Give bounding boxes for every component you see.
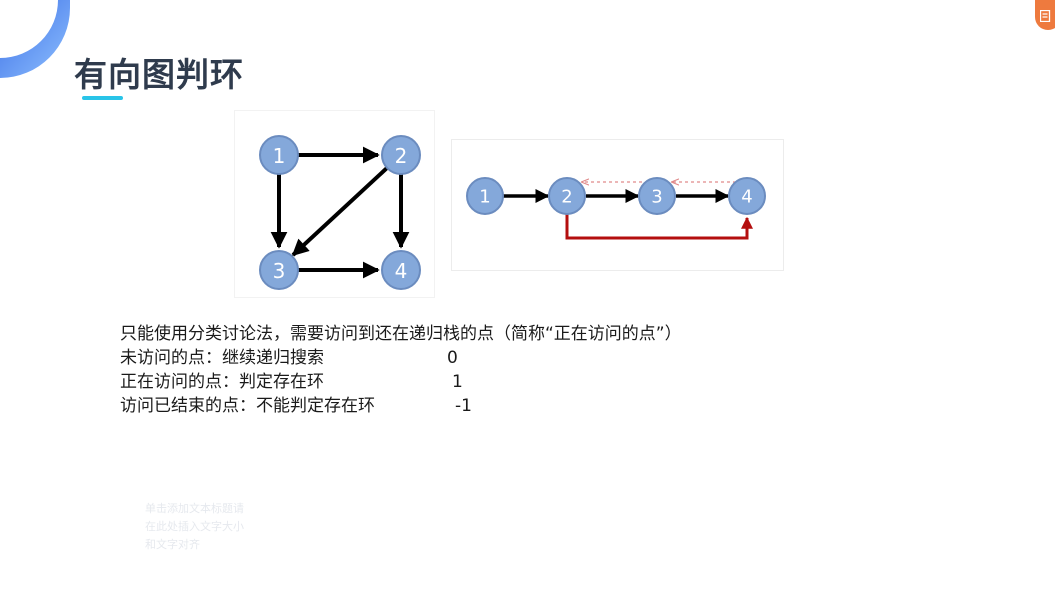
node-r-4: 4: [728, 177, 766, 215]
body-line-3-code: 1: [452, 372, 463, 392]
node-3: 3: [259, 250, 299, 290]
title-underline: [82, 96, 123, 100]
node-r-3: 3: [638, 177, 676, 215]
node-1: 1: [259, 135, 299, 175]
node-2-label: 2: [395, 144, 408, 168]
node-3-label: 3: [273, 259, 286, 283]
body-line-4-code: -1: [455, 396, 472, 416]
directed-graph-right: 1 2 3 4: [466, 177, 766, 240]
node-1-label: 1: [273, 144, 286, 168]
body-line-2-text: 未访问的点：继续递归搜索: [120, 348, 324, 368]
body-line-2-code: 0: [447, 348, 458, 368]
doc-icon: [1040, 10, 1051, 22]
page-title: 有向图判环: [74, 55, 244, 94]
node-4-label: 4: [395, 259, 408, 283]
node-2: 2: [381, 135, 421, 175]
graph-image-left: 1 2 3 4: [235, 111, 434, 297]
edge-2-3: [291, 165, 390, 257]
placeholder-text[interactable]: 单击添加文本标题请在此处插入文字大小和文字对齐: [145, 502, 244, 551]
body-line-2: 未访问的点：继续递归搜索 0: [120, 346, 682, 370]
corner-arc-decoration: [0, 0, 70, 78]
back-edge-2-4: [565, 214, 753, 240]
node-4: 4: [381, 250, 421, 290]
node-r-2: 2: [548, 177, 586, 215]
body-line-4: 访问已结束的点：不能判定存在环 -1: [120, 394, 682, 418]
body-line-4-text: 访问已结束的点：不能判定存在环: [120, 396, 375, 416]
node-r-4-label: 4: [741, 187, 752, 208]
body-line-3-text: 正在访问的点：判定存在环: [120, 372, 324, 392]
node-r-2-label: 2: [561, 187, 572, 208]
directed-graph-left: 1 2 3 4: [259, 135, 421, 290]
node-r-1-label: 1: [479, 187, 490, 208]
body-line-1: 只能使用分类讨论法，需要访问到还在递归栈的点（简称“正在访问的点”）: [120, 324, 682, 344]
comment-badge[interactable]: [1035, 0, 1055, 30]
node-r-3-label: 3: [651, 187, 662, 208]
body-line-3: 正在访问的点：判定存在环 1: [120, 370, 682, 394]
graph-image-right: 1 2 3 4: [452, 140, 783, 270]
body-text[interactable]: 只能使用分类讨论法，需要访问到还在递归栈的点（简称“正在访问的点”） 未访问的点…: [120, 322, 682, 418]
node-r-1: 1: [466, 177, 504, 215]
